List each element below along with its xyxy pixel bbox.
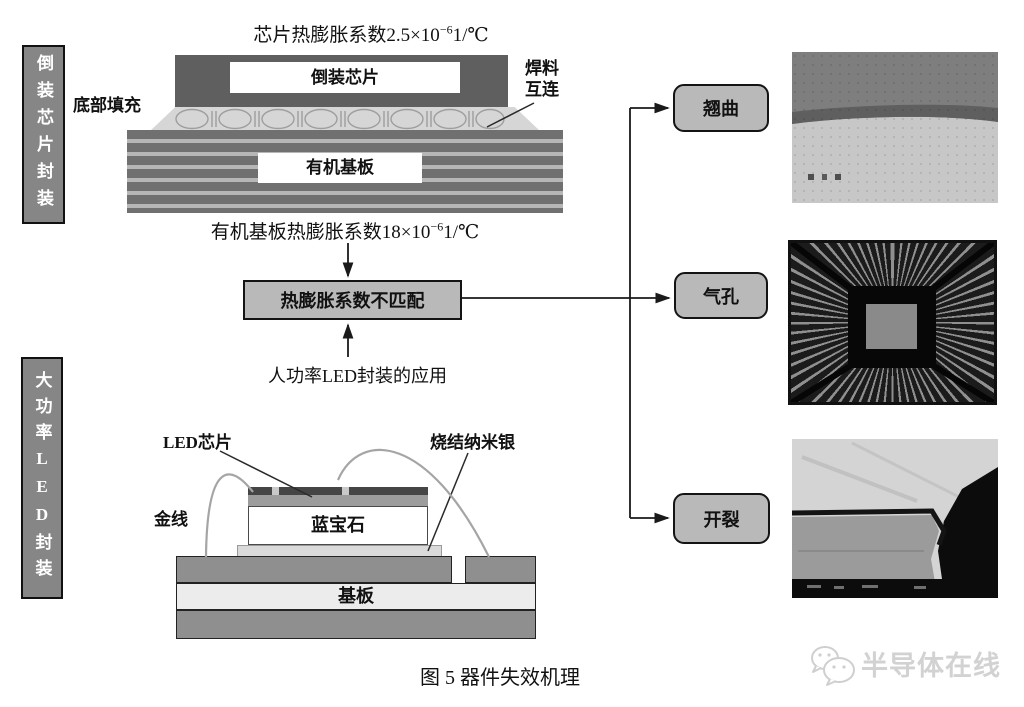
voids-micrograph xyxy=(788,240,997,405)
sintered-silver-label: 烧结纳米银 xyxy=(430,433,515,452)
watermark-text: 半导体在线 xyxy=(861,651,1001,681)
substrate-cte-unit: 1/℃ xyxy=(443,222,480,243)
outcome-box-cracking: 开裂 xyxy=(673,493,770,544)
electrode-gap xyxy=(342,487,349,495)
sapphire-block: 蓝宝石 xyxy=(248,506,428,545)
led-substrate-bottom-layer xyxy=(176,610,536,639)
substrate-pad-right xyxy=(465,556,536,583)
substrate-cte-base: 有机基板热膨胀系数18×10 xyxy=(210,222,431,243)
side-label-flip-chip-package: 倒装芯片封装 xyxy=(22,45,65,224)
led-chip-layer xyxy=(248,495,428,506)
underfill-layer xyxy=(150,107,540,131)
substrate-cte-text: 有机基板热膨胀系数18×10−61/℃ xyxy=(180,217,510,244)
solder-interconnect-label: 焊料 互连 xyxy=(519,58,565,100)
warpage-micrograph xyxy=(792,52,998,203)
substrate-pad-left xyxy=(176,556,452,583)
gold-wire-label: 金线 xyxy=(154,510,188,529)
electrode-gap xyxy=(272,487,279,495)
flip-chip-die-label: 倒装芯片 xyxy=(230,62,460,93)
led-substrate-core: 基板 xyxy=(176,583,536,610)
application-text: 人功率LED封装的应用 xyxy=(268,366,447,386)
solder-label-line1: 焊料 xyxy=(525,59,559,78)
solder-label-line2: 互连 xyxy=(525,80,559,99)
cte-mismatch-box: 热膨胀系数不匹配 xyxy=(243,280,462,320)
outcome-box-warpage: 翘曲 xyxy=(673,84,769,132)
wechat-bubbles-icon xyxy=(811,646,855,686)
warpage-micrograph-art xyxy=(792,52,998,203)
chip-cte-unit: 1/℃ xyxy=(452,25,489,46)
chip-cte-base: 芯片热膨胀系数2.5×10 xyxy=(253,25,440,46)
chip-cte-text: 芯片热膨胀系数2.5×10−61/℃ xyxy=(206,20,536,47)
crack-micrograph xyxy=(792,439,998,598)
underfill-text-label: 底部填充 xyxy=(73,96,141,115)
led-chip-label: LED芯片 xyxy=(163,433,232,452)
organic-substrate-label: 有机基板 xyxy=(258,153,422,183)
chip-cte-exponent: −6 xyxy=(439,22,453,37)
figure-caption: 图 5 器件失效机理 xyxy=(420,667,580,689)
crack-micrograph-art xyxy=(792,439,998,598)
side-label-high-power-led-package: 大功率LED封装 xyxy=(21,357,63,599)
voids-die-area xyxy=(866,304,917,349)
substrate-cte-exponent: −6 xyxy=(430,219,444,234)
voids-outline-art xyxy=(788,240,997,405)
outcome-box-voids: 气孔 xyxy=(674,272,768,319)
